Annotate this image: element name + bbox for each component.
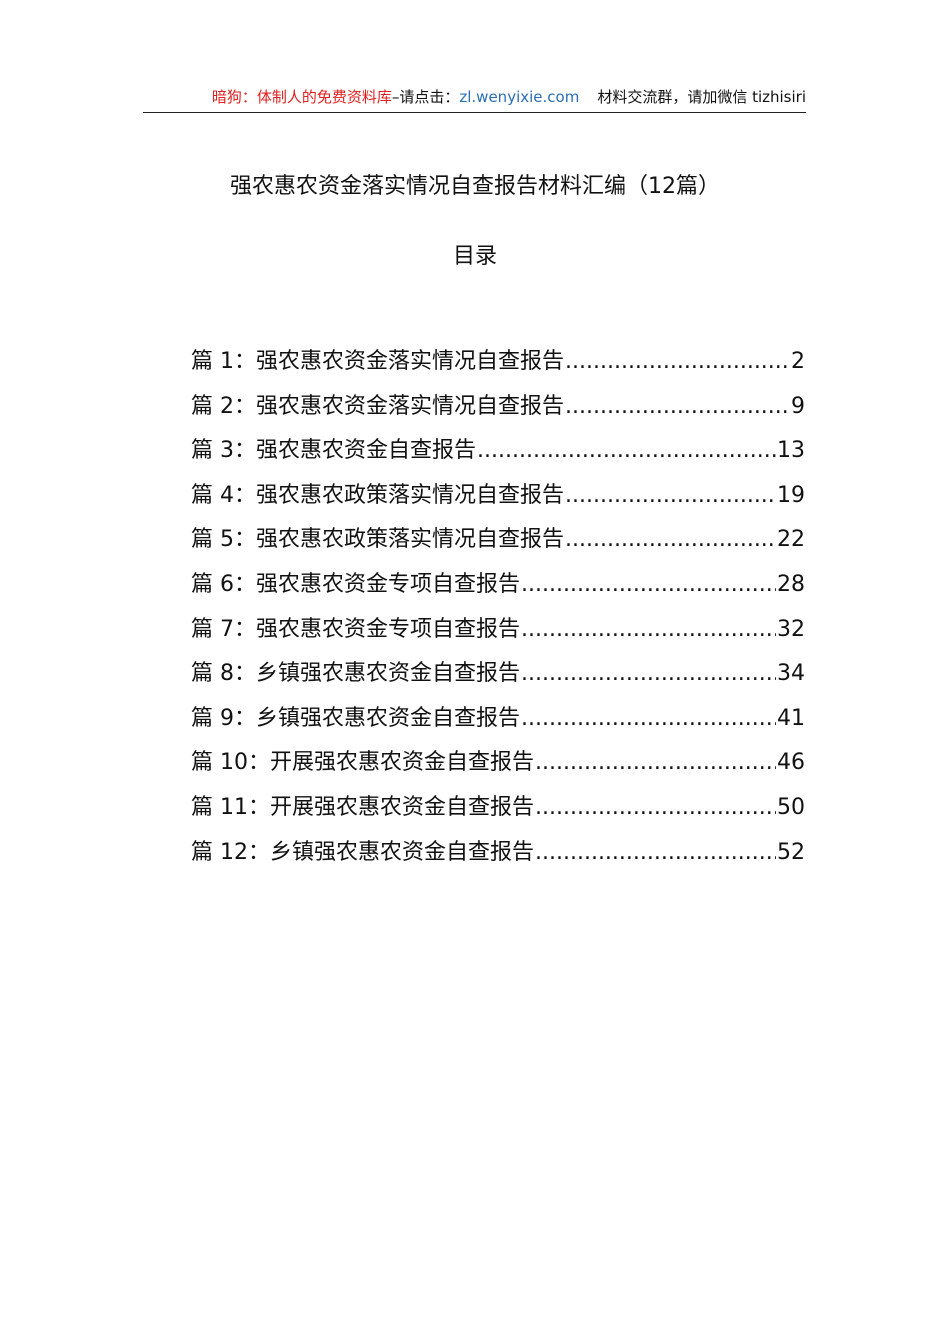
toc-leader [535,840,776,865]
toc-entry-label: 篇 6：强农惠农资金专项自查报告 [191,571,520,597]
toc-entry-label: 篇 10：开展强农惠农资金自查报告 [191,750,534,776]
toc-entry-page: 46 [777,750,805,776]
toc-entry[interactable]: 篇 4：强农惠农政策落实情况自查报告 19 [191,477,805,522]
toc-entry-label: 篇 12：乡镇强农惠农资金自查报告 [191,839,534,865]
table-of-contents: 篇 1：强农惠农资金落实情况自查报告2篇 2：强农惠农资金落实情况自查报告9篇 … [191,343,805,878]
toc-entry-label: 篇 3：强农惠农资金自查报告 [191,438,476,464]
toc-entry[interactable]: 篇 3：强农惠农资金自查报告 13 [191,432,805,477]
header-wechat: 材料交流群，请加微信 tizhisiri [597,88,806,106]
toc-entry[interactable]: 篇 5：强农惠农政策落实情况自查报告 22 [191,521,805,566]
toc-entry-page: 13 [777,438,805,464]
toc-entry-label: 篇 8：乡镇强农惠农资金自查报告 [191,661,520,687]
toc-entry[interactable]: 篇 10：开展强农惠农资金自查报告 46 [191,744,805,789]
toc-entry-label: 篇 4：强农惠农政策落实情况自查报告 [191,482,564,508]
toc-entry-page: 41 [777,705,805,731]
toc-entry[interactable]: 篇 6：强农惠农资金专项自查报告 28 [191,566,805,611]
toc-leader [535,750,776,775]
toc-entry-label: 篇 9：乡镇强农惠农资金自查报告 [191,705,520,731]
toc-leader [521,661,776,686]
toc-entry-page: 22 [777,527,805,553]
document-title: 强农惠农资金落实情况自查报告材料汇编（12篇） [230,174,720,199]
toc-entry[interactable]: 篇 2：强农惠农资金落实情况自查报告 9 [191,388,805,433]
toc-entry-page: 52 [777,839,805,865]
toc-entry[interactable]: 篇 8：乡镇强农惠农资金自查报告 34 [191,655,805,700]
toc-entry-page: 2 [791,349,805,374]
toc-entry[interactable]: 篇 1：强农惠农资金落实情况自查报告 2 [191,343,805,388]
toc-entry-label: 篇 2：强农惠农资金落实情况自查报告 [191,393,564,419]
toc-entry-page: 32 [777,616,805,642]
toc-entry-label: 篇 1：强农惠农资金落实情况自查报告 [191,349,564,374]
toc-entry[interactable]: 篇 12：乡镇强农惠农资金自查报告 52 [191,834,805,879]
toc-leader [477,438,776,463]
toc-leader [565,527,776,552]
toc-entry[interactable]: 篇 9：乡镇强农惠农资金自查报告 41 [191,700,805,745]
toc-entry-label: 篇 5：强农惠农政策落实情况自查报告 [191,527,564,553]
toc-entry-page: 9 [791,393,805,419]
header-url-link[interactable]: zl.wenyixie.com [459,88,580,106]
toc-entry[interactable]: 篇 11：开展强农惠农资金自查报告 50 [191,789,805,834]
toc-heading: 目录 [452,244,497,269]
toc-leader [535,795,776,820]
header-click: –请点击： [391,88,460,106]
toc-entry-page: 28 [777,571,805,597]
toc-leader [565,349,790,374]
toc-entry-page: 50 [777,794,805,820]
toc-entry-label: 篇 7：强农惠农资金专项自查报告 [191,616,520,642]
toc-entry-label: 篇 11：开展强农惠农资金自查报告 [191,794,534,820]
toc-leader [521,572,776,597]
toc-entry[interactable]: 篇 7：强农惠农资金专项自查报告 32 [191,611,805,656]
toc-leader [565,394,790,419]
header-ad: 暗狗：体制人的免费资料库 [211,88,392,106]
toc-leader [521,706,776,731]
toc-leader [521,617,776,642]
toc-entry-page: 34 [777,661,805,687]
page-header: 暗狗：体制人的免费资料库–请点击：zl.wenyixie.com 材料交流群，请加… [143,86,806,113]
toc-entry-page: 19 [777,482,805,508]
toc-leader [565,483,776,508]
